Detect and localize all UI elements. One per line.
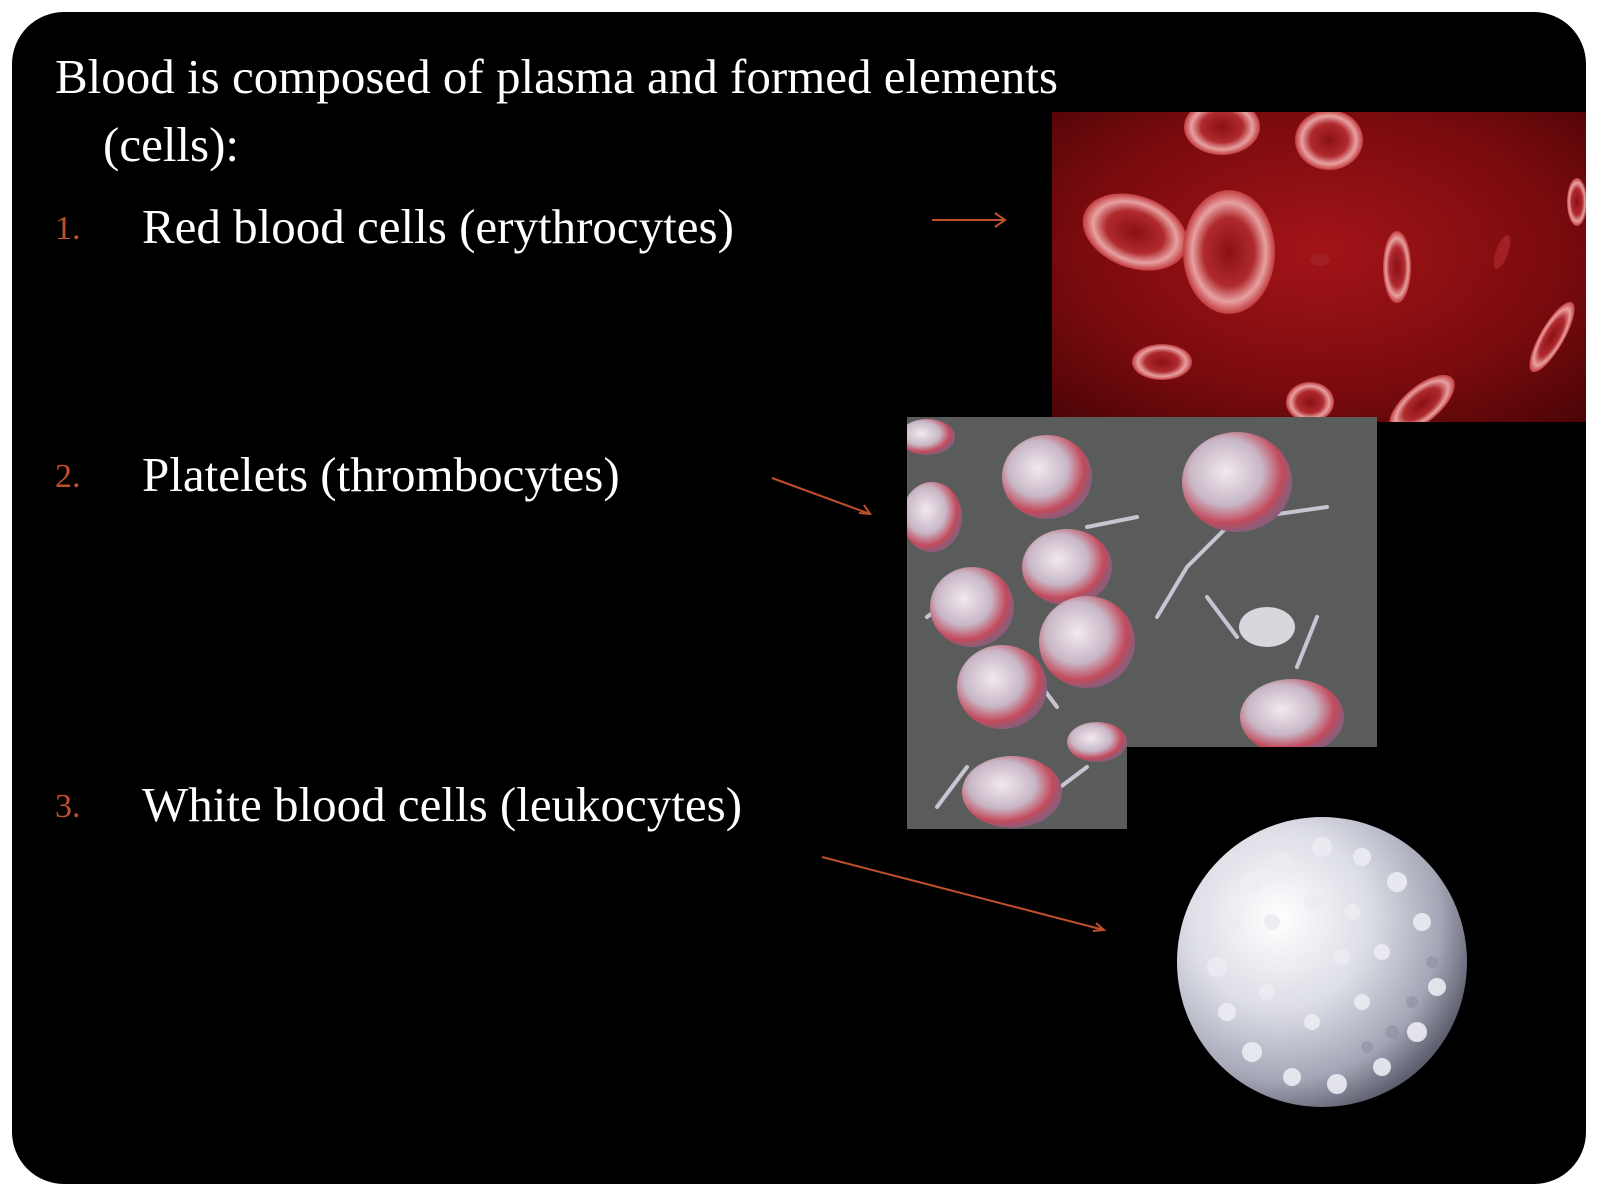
arrow-to-platelets xyxy=(771,477,871,515)
arrow-to-white-blood-cell xyxy=(821,856,1105,931)
intro-line-1: Blood is composed of plasma and formed e… xyxy=(55,49,1058,104)
white-blood-cell-image xyxy=(1152,792,1492,1122)
intro-line-2: (cells): xyxy=(103,117,240,172)
list-item-red-blood-cells: Red blood cells (erythrocytes) xyxy=(142,199,734,254)
slide: Blood is composed of plasma and formed e… xyxy=(12,12,1586,1184)
platelets-image xyxy=(907,417,1377,829)
list-number: 2. xyxy=(55,458,81,495)
list-number: 3. xyxy=(55,788,81,825)
list-number: 1. xyxy=(55,210,81,247)
red-blood-cells-image xyxy=(1052,112,1586,422)
list-item-platelets: Platelets (thrombocytes) xyxy=(142,447,620,502)
list-item-white-blood-cells: White blood cells (leukocytes) xyxy=(142,777,743,832)
